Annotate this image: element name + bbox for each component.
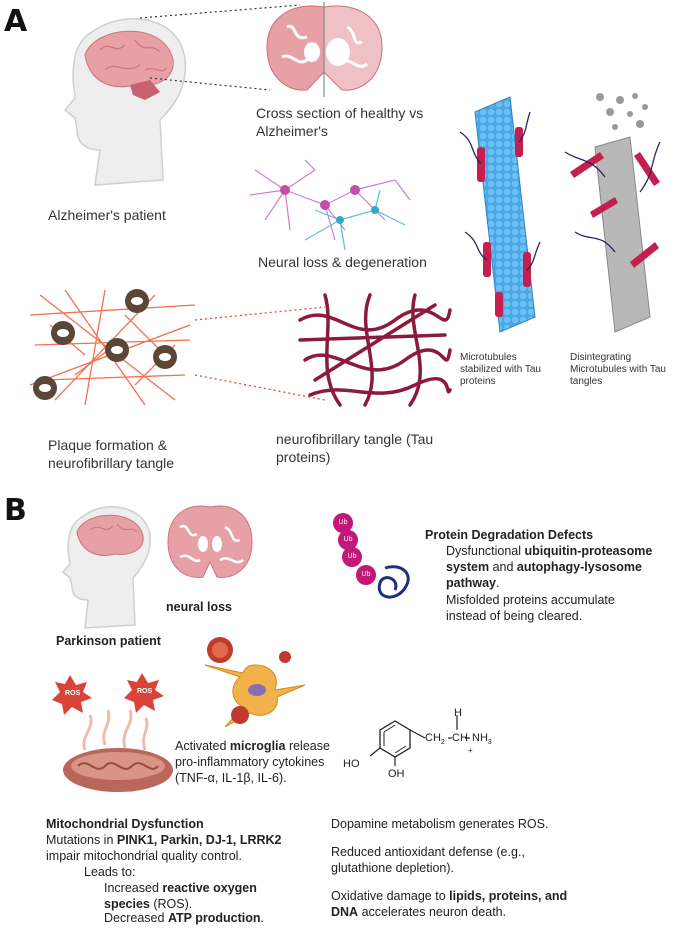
plaque-label: Plaque formation & neurofibrillary tangl… <box>48 437 175 471</box>
panel-b-letter: B <box>4 493 27 528</box>
mito-l1-bold: PINK1, Parkin, DJ-1, LRRK2 <box>116 833 282 847</box>
microglia-illustration <box>204 637 306 728</box>
alzheimer-patient-label: Alzheimer's patient <box>48 207 166 223</box>
parkinson-brain-section <box>167 505 253 578</box>
panel-a-letter: A <box>4 4 28 39</box>
mito-increase: Increased reactive oxygen species (ROS). <box>104 880 294 912</box>
ub-bead-3: Ub <box>342 547 362 567</box>
protein-l2: and <box>489 560 517 574</box>
ub-bead-1: Ub <box>333 513 353 533</box>
mito-l1: Mutations in PINK1, Parkin, DJ-1, LRRK2 <box>46 832 326 848</box>
dopamine-structure <box>369 715 470 766</box>
chem-h: H <box>454 707 462 719</box>
ros-mito-illustration <box>52 673 173 792</box>
parkinson-neural-loss-label: neural loss <box>166 600 232 614</box>
protein-l1b: ubiquitin-proteasome system <box>446 544 653 574</box>
dotted-connector-top <box>139 4 301 91</box>
mito-dec-text: Decreased <box>104 911 168 925</box>
dopa-l3-end: accelerates neuron death. <box>358 905 507 919</box>
mito-decrease: Decreased ATP production. <box>104 910 264 926</box>
microglia-post: release pro-inflammatory cytokines (TNF-… <box>175 739 330 785</box>
protein-degradation-body: Dysfunctional ubiquitin-proteasome syste… <box>446 543 671 591</box>
ros-label-1: ROS <box>65 690 81 697</box>
cross-section-label: Cross section of healthy vs Alzheimer's <box>256 105 424 139</box>
parkinson-patient-label: Parkinson patient <box>56 634 161 648</box>
dopa-l3-bold: lipids, proteins, and DNA <box>331 889 568 919</box>
protein-l1: Dysfunctional <box>446 544 525 558</box>
microglia-text: Activated microglia release pro-inflamma… <box>175 738 350 786</box>
dopa-l3: Oxidative damage to lipids, proteins, an… <box>331 888 571 920</box>
mito-leads: Leads to: <box>84 865 136 879</box>
microtubule-stable-label: Microtubules stabilized with Tau protein… <box>460 352 541 387</box>
chem-nh3: NH3 <box>472 732 492 747</box>
mito-inc-end: (ROS). <box>149 897 193 911</box>
microglia-pre: Activated <box>175 739 230 753</box>
microtubule-disint-label: Disintegrating Microtubules with Tau tan… <box>570 352 666 387</box>
mito-l2: impair mitochondrial quality control. <box>46 849 242 863</box>
ub-bead-4: Ub <box>356 565 376 585</box>
chem-plus: + <box>468 746 473 755</box>
tangle-illustration <box>298 293 452 407</box>
microtubule-stable <box>459 96 541 333</box>
neural-loss-illustration <box>249 159 411 251</box>
cross-section-brain <box>266 2 383 97</box>
mito-dec-bold: ATP production <box>167 911 261 925</box>
chem-oh: OH <box>388 768 405 780</box>
microglia-bold: microglia <box>229 739 286 753</box>
dotted-connector-plaque <box>194 306 326 401</box>
protein-l2b: autophagy-lysosome pathway <box>446 560 642 590</box>
chem-nh3-text: NH <box>472 732 488 744</box>
alzheimer-head-illustration <box>63 18 187 186</box>
plaque-illustration <box>29 289 196 406</box>
chem-ch2-text: CH <box>425 732 441 744</box>
neural-loss-label: Neural loss & degeneration <box>258 254 427 270</box>
mito-inc-bold: reactive oxygen species <box>104 881 257 911</box>
chem-ch: CH <box>452 732 468 744</box>
ub-bead-2: Ub <box>338 530 358 550</box>
dopa-l3-text: Oxidative damage to <box>331 889 450 903</box>
dopa-l2: Reduced antioxidant defense (e.g., gluta… <box>331 845 525 875</box>
protein-l2c: . <box>496 576 500 590</box>
mito-dec-end: . <box>260 911 265 925</box>
ros-label-2: ROS <box>137 688 153 695</box>
chem-ho: HO <box>343 758 360 770</box>
ubiquitin-chain <box>377 565 410 599</box>
mito-inc-text: Increased <box>104 881 163 895</box>
chem-ch2: CH2 <box>425 732 445 747</box>
parkinson-head-illustration <box>61 506 151 629</box>
protein-l3: Misfolded proteins accumulate instead of… <box>446 593 615 623</box>
protein-degradation-title: Protein Degradation Defects <box>425 528 594 542</box>
mito-title: Mitochondrial Dysfunction <box>46 817 204 831</box>
dopa-l1: Dopamine metabolism generates ROS. <box>331 817 549 831</box>
microtubule-disintegrating <box>564 93 661 333</box>
mito-l1-text: Mutations in <box>46 833 117 847</box>
tangle-label: neurofibrillary tangle (Tau proteins) <box>276 431 434 465</box>
